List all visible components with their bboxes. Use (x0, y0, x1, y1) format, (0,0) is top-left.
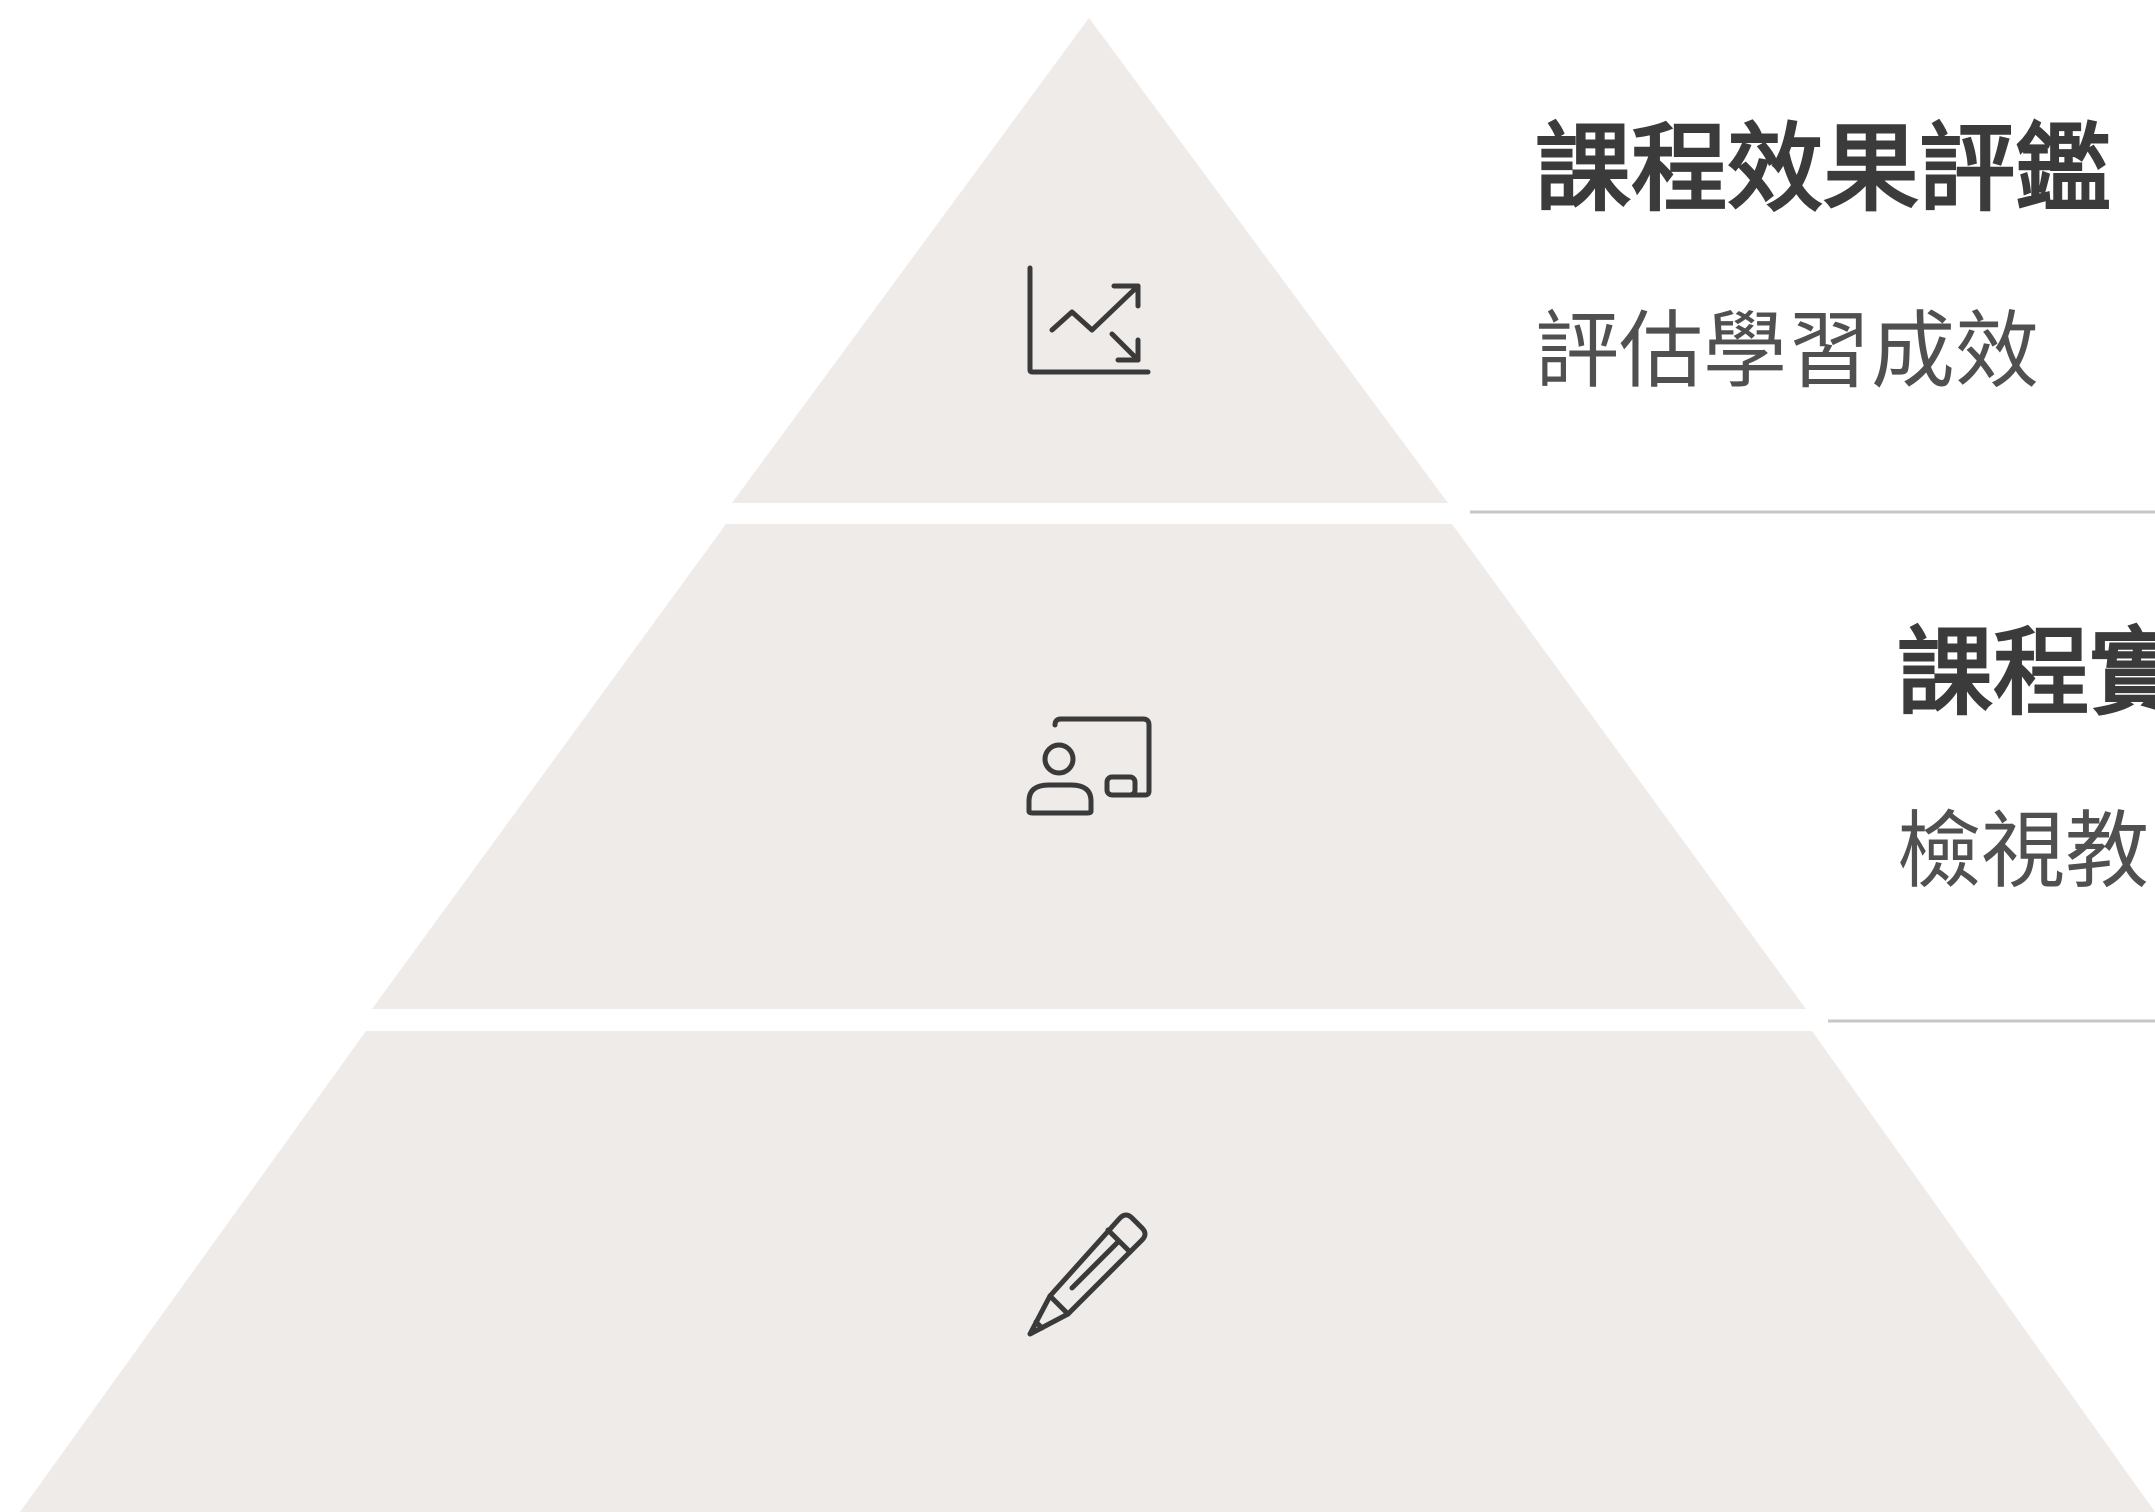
pyramid-tier-bottom (20, 1031, 2155, 1512)
trend-chart-icon (1027, 265, 1151, 375)
pyramid-tier-middle (372, 524, 1806, 1009)
teacher-board-icon (1026, 716, 1152, 816)
tier-shape-top (732, 18, 1448, 503)
tier-title-middle: 課程實 (1897, 617, 2155, 729)
tier-description-top: 評估學習成效 (1535, 302, 2039, 400)
tier-shape-middle (372, 524, 1806, 1009)
tier-description-middle: 檢視教 (1897, 802, 2149, 900)
pencil-icon (1027, 1212, 1148, 1337)
tier-title-top: 課程效果評鑑 (1535, 113, 2111, 225)
pyramid-tier-top (732, 18, 1448, 503)
